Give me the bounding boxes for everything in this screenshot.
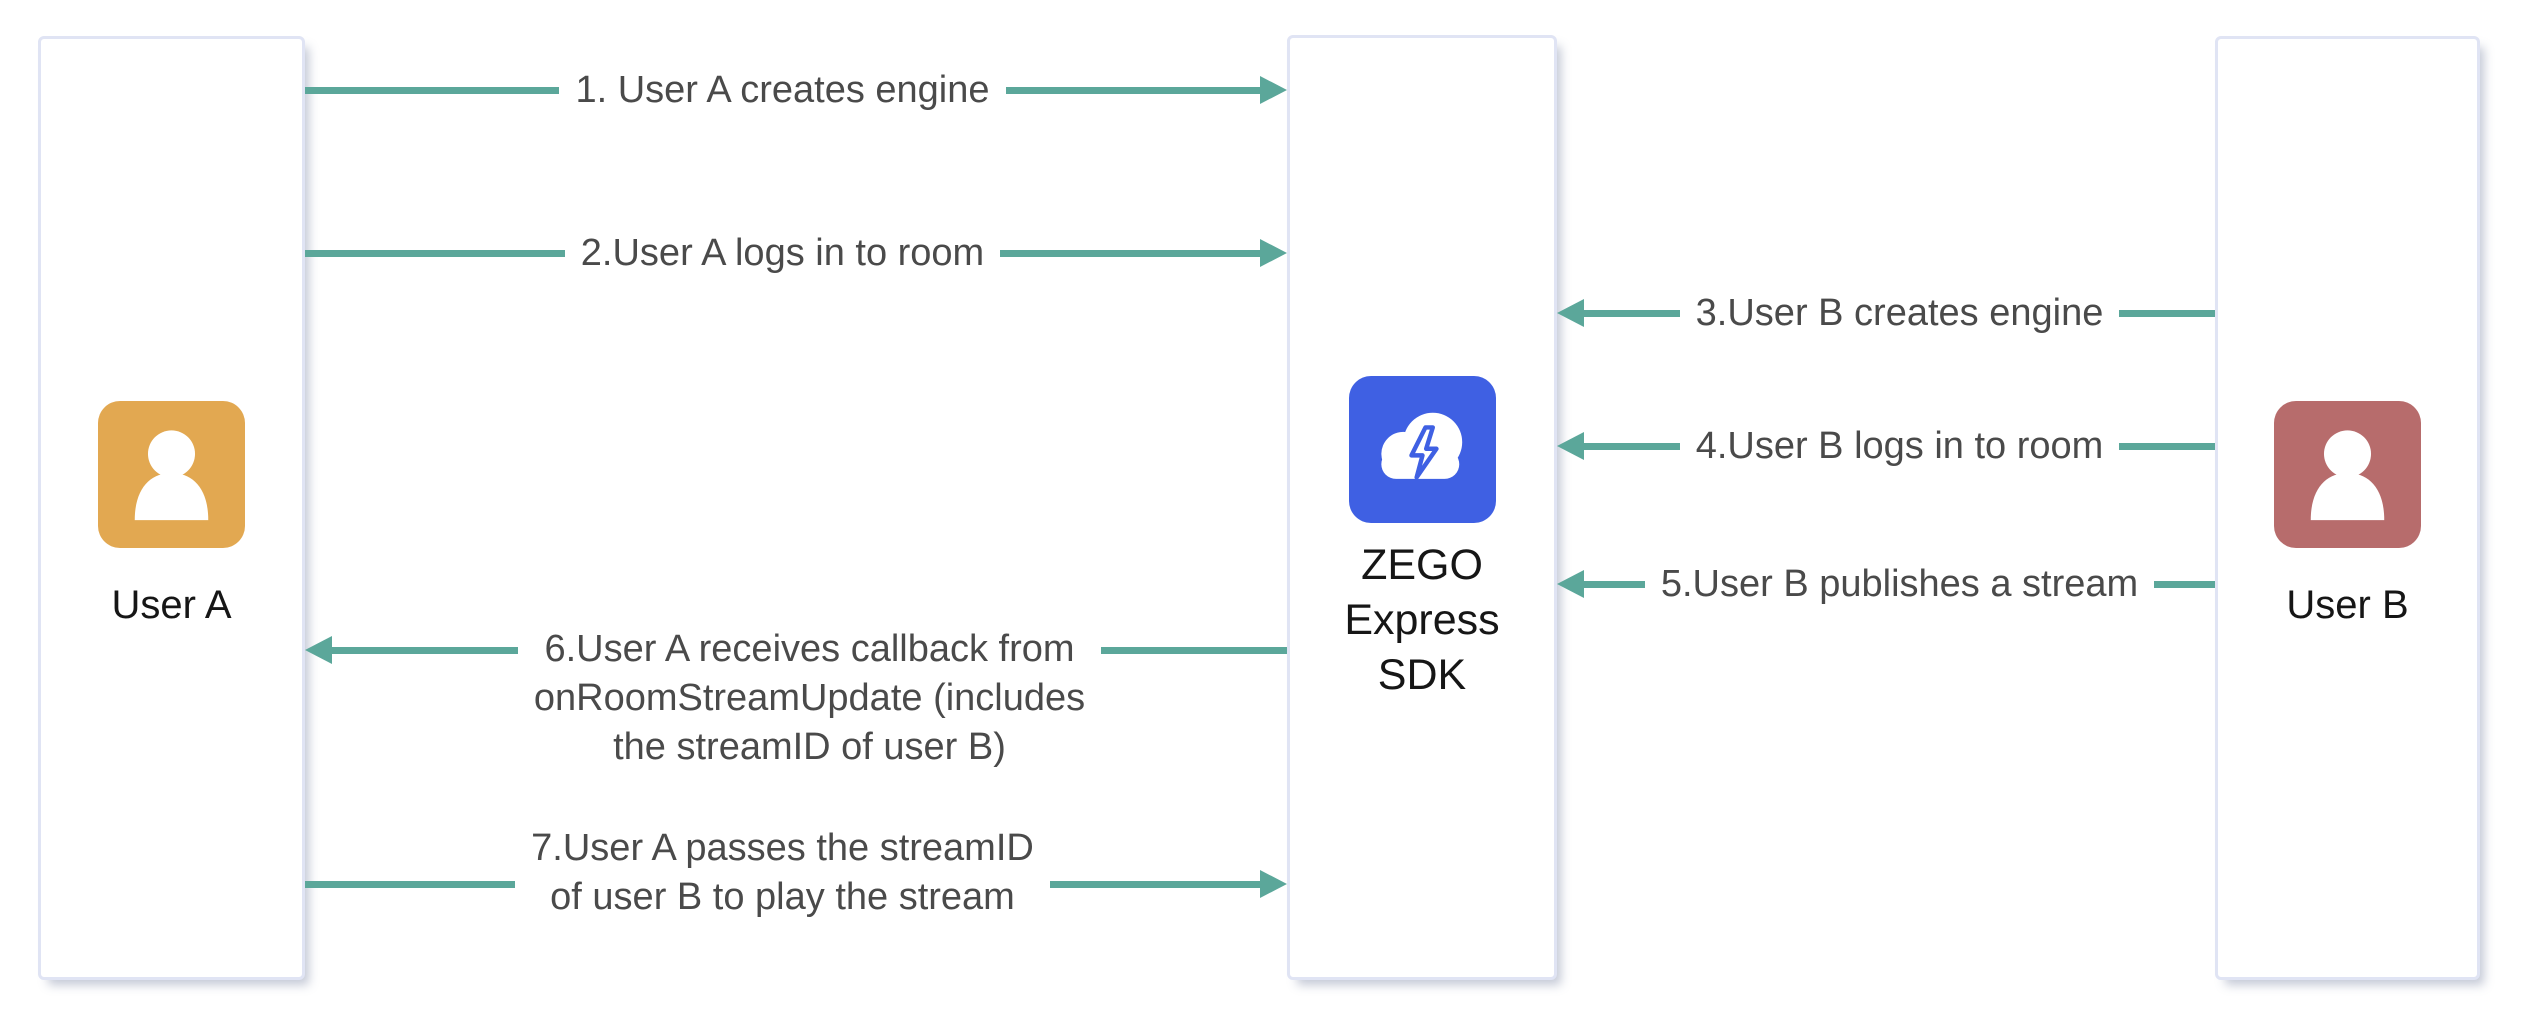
arrowhead-right-icon: [1260, 239, 1288, 267]
cloud-lightning-icon: [1380, 412, 1462, 480]
actor-lane-user-b: User B: [2215, 36, 2480, 980]
user-b-avatar-icon: [2274, 401, 2421, 548]
arrow-label-step-5: 5.User B publishes a stream: [1660, 562, 2139, 605]
arrow-line: [1049, 880, 1261, 888]
arrow-line: [305, 86, 560, 94]
actor-lane-zego-sdk: ZEGO Express SDK: [1287, 35, 1557, 980]
actor-name-user-a: User A: [111, 583, 232, 627]
arrow-line: [2119, 309, 2216, 317]
arrow-line: [1101, 646, 1287, 654]
arrow-line: [332, 646, 518, 654]
arrow-line: [1584, 309, 1680, 317]
arrow-line: [1005, 86, 1260, 94]
arrow-label-step-1: 1. User A creates engine: [575, 68, 990, 111]
arrow-label-step-4: 4.User B logs in to room: [1695, 424, 2104, 467]
arrow-line: [305, 249, 565, 257]
arrowhead-right-icon: [1260, 76, 1287, 104]
actor-name-zego-sdk: ZEGO Express SDK: [1344, 541, 1500, 699]
actor-name-user-b: User B: [2286, 583, 2409, 627]
arrowhead-left-icon: [1557, 432, 1584, 460]
arrow-label-step-7: 7.User A passes the streamID of user B t…: [531, 827, 1034, 918]
person-icon: [134, 430, 209, 521]
arrow-label-step-2: 2.User A logs in to room: [580, 231, 985, 274]
arrow-line: [1584, 580, 1645, 588]
arrow-label-step-6: 6.User A receives callback from onRoomSt…: [533, 627, 1086, 768]
arrowhead-left-icon: [1557, 299, 1584, 327]
arrow-label-step-3: 3.User B creates engine: [1695, 291, 2104, 334]
arrowhead-right-icon: [1260, 870, 1288, 898]
arrow-line: [1584, 442, 1680, 450]
arrowhead-left-icon: [1557, 570, 1584, 598]
arrow-line: [305, 880, 516, 888]
zego-sdk-cloud-lightning-icon: [1348, 376, 1496, 523]
arrow-line: [2119, 442, 2216, 450]
arrow-line: [1000, 249, 1261, 257]
person-icon: [2310, 430, 2385, 521]
actor-lane-user-a: User A: [38, 36, 305, 980]
user-a-avatar-icon: [98, 401, 245, 548]
arrow-line: [2154, 580, 2216, 588]
arrowhead-left-icon: [305, 636, 332, 664]
